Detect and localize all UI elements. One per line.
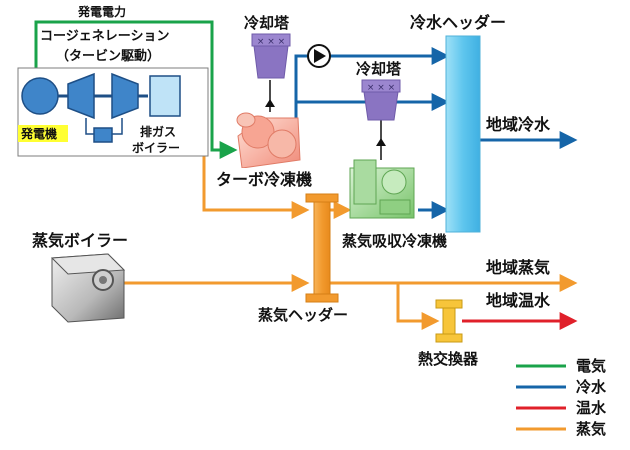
heat-exchanger-label: 熱交換器 <box>418 350 479 368</box>
steam-boiler-label: 蒸気ボイラー <box>32 231 128 250</box>
district-cold-label: 地域冷水 <box>486 115 551 134</box>
heat-exchanger-icon <box>435 299 463 343</box>
steam-header-label: 蒸気ヘッダー <box>258 306 348 324</box>
steam-header-cap-top <box>305 193 339 203</box>
generator-label: 発電機 <box>20 126 57 141</box>
electric-line <box>34 20 238 159</box>
svg-text:× × ×: × × × <box>367 83 395 93</box>
turbo-chiller-icon <box>236 112 301 169</box>
legend-label-electric: 電気 <box>576 357 606 375</box>
legend: 電気 冷水 温水 蒸気 <box>516 357 607 438</box>
compressor-icon <box>67 72 95 120</box>
cooling-tower-label-2: 冷却塔 <box>356 60 402 78</box>
legend-label-chilled: 冷水 <box>576 378 607 396</box>
turbo-chiller-label-bg <box>214 168 330 190</box>
exhaust-boiler-label-2: ボイラー <box>132 140 180 155</box>
generator-icon <box>21 77 59 115</box>
tower-link-1-arrow <box>265 99 275 107</box>
cooling-tower-icon-2: × × × <box>361 79 401 121</box>
turbo-chiller-label: ターボ冷凍機 <box>216 170 312 189</box>
steam-header-cap-bottom <box>305 293 339 303</box>
steam-line-to-hx <box>396 283 440 330</box>
district-hot-label: 地域温水 <box>486 291 551 310</box>
svg-text:× × ×: × × × <box>257 37 285 47</box>
cooling-tower-label-1: 冷却塔 <box>244 14 290 32</box>
absorption-chiller-icon <box>349 159 415 219</box>
legend-label-steam: 蒸気 <box>576 420 606 438</box>
chilled-line-turbo <box>294 54 308 130</box>
chilled-header-label: 冷水ヘッダー <box>410 13 506 32</box>
power-flow-label: 発電電力 <box>77 4 126 19</box>
exhaust-boiler-label-1: 排ガス <box>140 124 176 139</box>
cogen-title: コージェネレーション <box>40 29 169 44</box>
cogen-subtitle: （タービン駆動） <box>56 48 160 64</box>
combustor-icon <box>93 127 113 143</box>
legend-label-hot: 温水 <box>576 399 607 417</box>
exhaust-boiler-icon <box>149 75 181 117</box>
pump-icon <box>307 44 331 68</box>
absorption-chiller-label: 蒸気吸収冷凍機 <box>342 232 447 250</box>
steam-header <box>313 195 331 301</box>
tower-link-2-arrow <box>376 138 386 146</box>
district-steam-label: 地域蒸気 <box>486 258 550 277</box>
generator-label-highlight <box>18 125 68 142</box>
steam-boiler-icon <box>50 253 126 323</box>
cooling-tower-icon: × × × <box>251 33 291 79</box>
turbine-icon <box>111 72 139 120</box>
chilled-water-header <box>445 35 481 233</box>
